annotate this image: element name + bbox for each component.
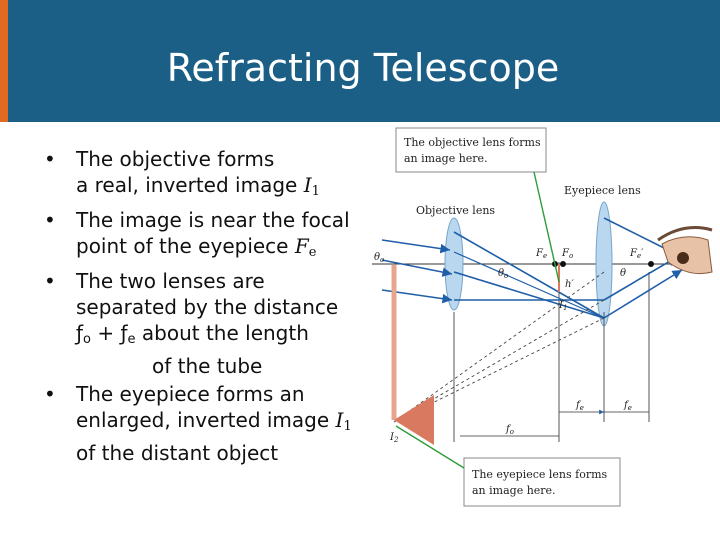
bullet-text: a real, inverted image	[76, 173, 304, 197]
exit-ray	[603, 256, 678, 301]
fe-1-label: fe	[575, 400, 584, 412]
bullet-text: The eyepiece forms an	[76, 382, 305, 406]
symbol-I1: I1	[303, 173, 320, 199]
bullet-item: The two lenses are separated by the dist…	[40, 268, 370, 379]
bullet-item: The objective forms a real, inverted ima…	[40, 146, 370, 205]
fo-label: fo	[505, 424, 514, 436]
bullet-text: point of the eyepiece	[76, 234, 295, 258]
exit-ray	[603, 269, 683, 319]
incoming-ray	[381, 259, 453, 277]
bullet-item: The image is near the focal point of the…	[40, 207, 370, 266]
callout-bottom-line	[395, 425, 465, 469]
callout-bottom-box	[463, 457, 621, 507]
bullet-text: separated by the distance	[76, 295, 339, 319]
eyepiece-label: Eyepiece lens	[564, 184, 641, 197]
Fo-label: Fo	[561, 248, 573, 260]
objective-lens	[444, 217, 464, 311]
Fe-label: Fe	[535, 248, 547, 260]
symbol-I1: I1	[335, 408, 352, 434]
focal-point-Fe-prime	[648, 261, 654, 267]
virtual-ray	[393, 299, 605, 423]
bullet-text: The image is near the focal	[76, 208, 350, 232]
focal-sum: ƒo + ƒe about the length	[76, 321, 309, 347]
virtual-ray	[393, 271, 605, 423]
theta-o-mid-label: θo	[498, 268, 508, 280]
I2-label: I2	[389, 432, 399, 444]
bullet-text: The two lenses are	[76, 269, 265, 293]
refracted-ray	[453, 251, 605, 319]
callout-top-box	[395, 127, 547, 173]
theta-o-left-label: θo	[374, 252, 384, 264]
callout-top-line	[533, 171, 560, 283]
bullet-text: of the distant object	[76, 441, 279, 465]
title-bar	[0, 0, 720, 122]
callout-bottom-text: The eyepiece lens forms	[472, 468, 608, 481]
eye-pupil-icon	[677, 252, 689, 264]
bullet-text: enlarged, inverted image	[76, 408, 336, 432]
callout-top-text: an image here.	[404, 152, 488, 165]
objective-label: Objective lens	[416, 204, 495, 217]
telescope-diagram: The objective lens forms an image here. …	[372, 127, 713, 507]
bullet-text: The objective forms	[76, 147, 275, 171]
Fe-prime-label: Fe′	[629, 248, 644, 260]
refracted-ray	[453, 231, 605, 319]
fe-2-label: fe	[623, 400, 632, 412]
bullet-list: The objective forms a real, inverted ima…	[40, 146, 370, 468]
theta-label: θ	[620, 268, 626, 279]
h-prime-label: h′	[565, 279, 574, 290]
title-accent-stripe	[0, 0, 8, 122]
refracted-ray	[453, 271, 605, 319]
callout-bottom-text: an image here.	[472, 484, 556, 497]
virtual-ray	[393, 317, 605, 423]
incoming-ray	[381, 239, 451, 254]
bullet-item: The eyepiece forms an enlarged, inverted…	[40, 381, 370, 466]
slide-title: Refracting Telescope	[166, 46, 560, 90]
eyebrow-icon	[657, 226, 713, 242]
symbol-Fe: Fe	[294, 234, 317, 260]
exit-ray	[603, 217, 673, 253]
callout-top-text: The objective lens forms	[404, 136, 541, 149]
I1-label: I1	[558, 300, 567, 312]
bullet-text: of the tube	[152, 354, 263, 378]
focal-point-Fo	[560, 261, 566, 267]
